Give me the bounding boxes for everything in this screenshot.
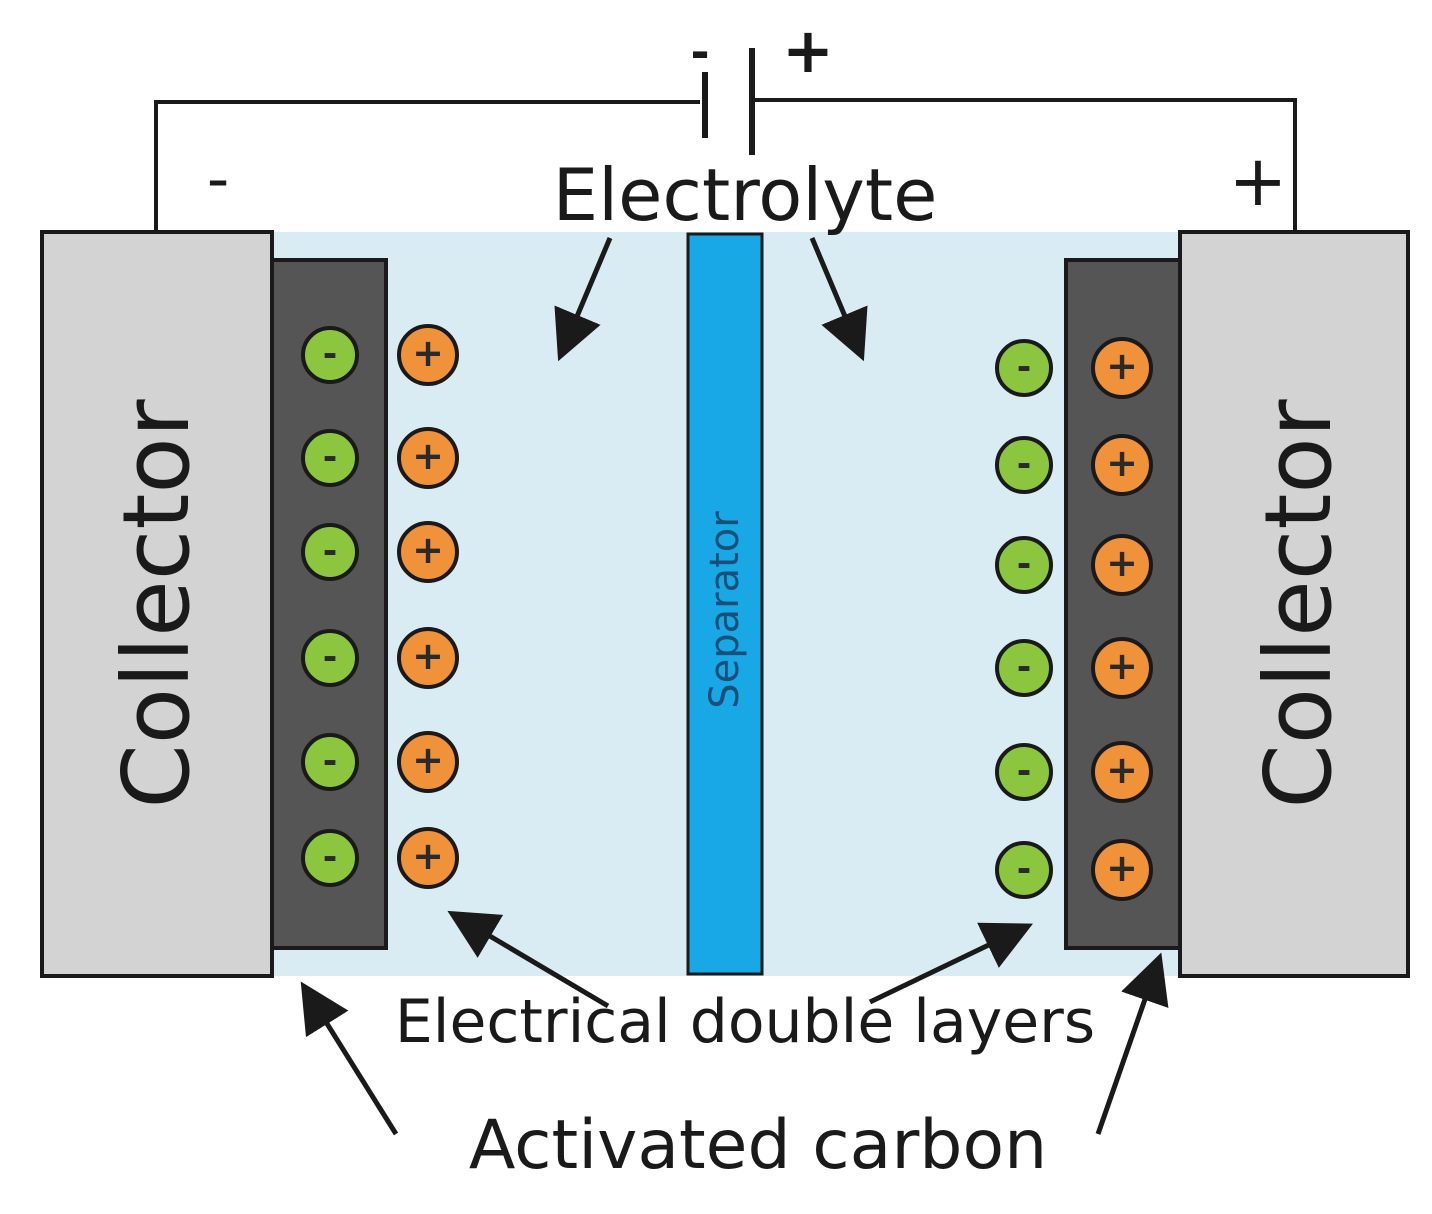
anion-left: - (301, 326, 359, 384)
anion-left-sign: - (323, 334, 338, 374)
anion-left-circle (301, 629, 359, 687)
collector-right-label: Collector (1245, 399, 1352, 808)
cation-right-circle (1091, 337, 1153, 399)
collector-left (40, 230, 274, 978)
anion-right-circle (995, 639, 1053, 697)
anion-right: - (995, 743, 1053, 801)
double-layers-label: Electrical double layers (395, 987, 1095, 1057)
cation-right: + (1091, 839, 1153, 901)
cation-left-sign: + (412, 331, 444, 375)
anion-right-circle (995, 436, 1053, 494)
anion-left-sign: - (323, 837, 338, 877)
ions-layer: - - - - - - + + + + + + - - - - - - + + + + + + (301, 324, 1153, 901)
anion-left-circle (301, 429, 359, 487)
activated-carbon-label: Activated carbon (469, 1106, 1047, 1185)
anion-left-sign: - (323, 437, 338, 477)
anion-right-sign: - (1017, 544, 1032, 584)
anion-right: - (995, 536, 1053, 594)
collector-right (1178, 230, 1410, 978)
anion-right-circle (995, 339, 1053, 397)
cation-right-sign: + (1106, 344, 1138, 388)
cation-left-circle (397, 731, 459, 793)
cation-right: + (1091, 434, 1153, 496)
cation-right-sign: + (1106, 644, 1138, 688)
cation-left-sign: + (412, 434, 444, 478)
wire-left (154, 100, 700, 232)
cation-left: + (397, 324, 459, 386)
anion-left: - (301, 523, 359, 581)
anion-left: - (301, 629, 359, 687)
anion-right-circle (995, 536, 1053, 594)
cation-right-circle (1091, 434, 1153, 496)
cation-left-sign: + (412, 834, 444, 878)
cation-right-sign: + (1106, 748, 1138, 792)
cation-right-circle (1091, 637, 1153, 699)
anion-left: - (301, 429, 359, 487)
cation-left: + (397, 521, 459, 583)
anion-right: - (995, 841, 1053, 899)
battery-positive-sign: + (782, 14, 834, 87)
anion-left-circle (301, 523, 359, 581)
cation-left-sign: + (412, 738, 444, 782)
activated-carbon-arrow-right (1095, 952, 1169, 1135)
battery-negative-sign: - (690, 25, 709, 79)
separator (686, 232, 764, 976)
anion-left-circle (301, 326, 359, 384)
anion-left-circle (301, 733, 359, 791)
cation-left-sign: + (412, 634, 444, 678)
double-layer-arrow-left (447, 910, 610, 1009)
electrolyte-arrow-left (554, 237, 613, 362)
electrolyte-label: Electrolyte (553, 153, 938, 237)
cation-right: + (1091, 637, 1153, 699)
anion-right: - (995, 639, 1053, 697)
electrolyte-arrow-right (809, 237, 868, 362)
cation-right-circle (1091, 741, 1153, 803)
anion-left-sign: - (323, 637, 338, 677)
collector-left-label: Collector (103, 399, 210, 808)
anion-right: - (995, 339, 1053, 397)
cation-left-circle (397, 324, 459, 386)
anion-left-sign: - (323, 531, 338, 571)
cation-left: + (397, 427, 459, 489)
battery-symbol: - + (690, 14, 834, 155)
cation-right-circle (1091, 839, 1153, 901)
anion-right-sign: - (1017, 647, 1032, 687)
activated-carbon-arrow-left (300, 981, 399, 1136)
anion-right-sign: - (1017, 751, 1032, 791)
anion-right-sign: - (1017, 444, 1032, 484)
cation-left: + (397, 827, 459, 889)
cation-right: + (1091, 741, 1153, 803)
cation-right: + (1091, 337, 1153, 399)
cation-left: + (397, 627, 459, 689)
cation-left-sign: + (412, 528, 444, 572)
cation-left: + (397, 731, 459, 793)
cation-right-sign: + (1106, 846, 1138, 890)
double-layer-arrow-right (868, 922, 1034, 1005)
anion-left: - (301, 829, 359, 887)
cation-right: + (1091, 534, 1153, 596)
cation-left-circle (397, 521, 459, 583)
anion-right-sign: - (1017, 849, 1032, 889)
anion-right-circle (995, 743, 1053, 801)
anion-left: - (301, 733, 359, 791)
anion-right: - (995, 436, 1053, 494)
wire-right (755, 98, 1297, 232)
anion-right-sign: - (1017, 347, 1032, 387)
cation-right-sign: + (1106, 441, 1138, 485)
right-terminal-sign: + (1229, 140, 1288, 222)
cation-right-circle (1091, 534, 1153, 596)
anion-left-circle (301, 829, 359, 887)
left-terminal-sign: - (207, 142, 229, 215)
cation-left-circle (397, 427, 459, 489)
anion-left-sign: - (323, 741, 338, 781)
anion-right-circle (995, 841, 1053, 899)
cation-left-circle (397, 627, 459, 689)
separator-label: Separator (702, 511, 748, 709)
cation-right-sign: + (1106, 541, 1138, 585)
cation-left-circle (397, 827, 459, 889)
